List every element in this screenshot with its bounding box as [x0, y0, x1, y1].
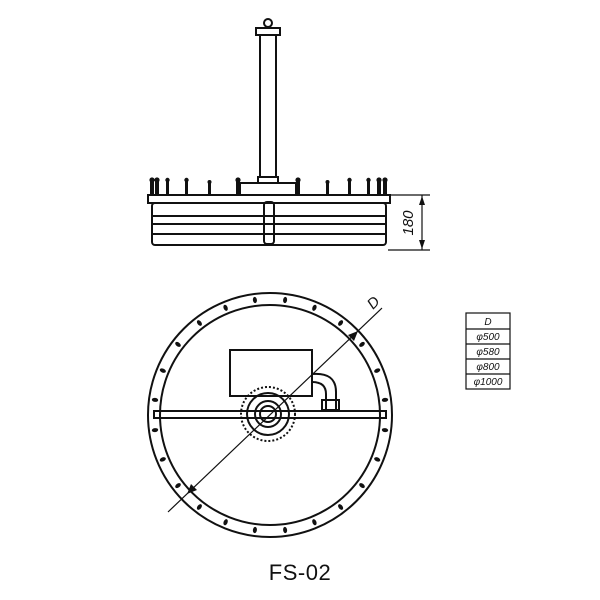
height-dimension: 180 — [388, 194, 430, 251]
nozzle — [154, 177, 160, 195]
center-hub — [240, 386, 296, 442]
ring-nozzle — [159, 368, 166, 373]
nozzle — [376, 177, 382, 195]
size-table-cell: φ800 — [476, 362, 500, 373]
ring-nozzle — [338, 320, 344, 326]
ring-nozzle — [196, 320, 202, 326]
plan-view: D — [147, 292, 393, 538]
elevation-view: 180 — [147, 18, 430, 251]
ring-nozzle — [359, 483, 365, 489]
ring-nozzle — [381, 428, 389, 433]
size-table-cell: φ500 — [476, 332, 500, 343]
model-label: FS-02 — [268, 560, 332, 585]
nozzle — [149, 177, 155, 195]
cross-pipe — [153, 410, 387, 419]
nozzle — [325, 180, 330, 195]
nozzle — [207, 180, 212, 195]
ring-nozzle — [175, 341, 181, 347]
nozzle — [295, 177, 301, 195]
nozzle — [366, 177, 371, 195]
ring-nozzle — [381, 397, 389, 402]
size-table-cell: φ1000 — [474, 377, 503, 388]
junction-box — [229, 349, 313, 397]
riser-pipe — [255, 27, 281, 184]
hanging-ring — [263, 18, 273, 28]
nozzle-row — [149, 177, 388, 195]
ring-nozzle — [283, 526, 288, 534]
ring-nozzle — [151, 428, 159, 433]
nozzle — [347, 177, 352, 195]
fountain-body — [147, 194, 391, 246]
nozzle — [165, 177, 170, 195]
ring-nozzle — [151, 397, 159, 402]
size-table: D φ500 φ580 φ800 φ1000 — [465, 312, 511, 390]
ring-nozzle — [312, 304, 317, 311]
manifold-block — [239, 182, 297, 196]
nozzle — [235, 177, 241, 195]
ring-nozzle — [359, 341, 365, 347]
ring-nozzle — [159, 457, 166, 462]
ring-nozzle — [175, 483, 181, 489]
ring-nozzle — [338, 504, 344, 510]
nozzle — [382, 177, 388, 195]
ring-nozzle — [252, 526, 257, 534]
ring-nozzle — [252, 296, 257, 304]
inner-ring — [159, 304, 381, 526]
ring-nozzle — [283, 296, 288, 304]
size-table-cell: φ580 — [476, 347, 500, 358]
outer-ring — [147, 292, 393, 538]
ring-nozzle — [223, 519, 228, 526]
ring-nozzle — [374, 368, 381, 373]
ring-nozzle — [374, 457, 381, 462]
height-dimension-label: 180 — [400, 210, 417, 236]
nozzle — [184, 177, 189, 195]
ring-nozzles — [151, 296, 389, 534]
elbow-pipe — [311, 372, 340, 411]
ring-nozzle — [312, 519, 317, 526]
ring-nozzle — [223, 304, 228, 311]
size-table-header: D — [484, 317, 491, 328]
ring-nozzle — [196, 504, 202, 510]
